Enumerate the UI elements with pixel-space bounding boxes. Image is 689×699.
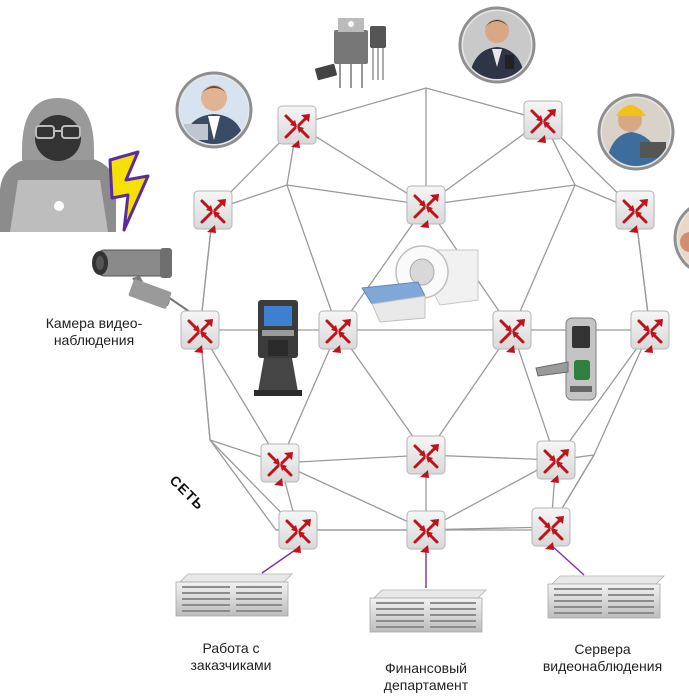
hacker-icon [0, 98, 116, 232]
biometric-lock-icon [535, 317, 597, 401]
switch-icon [405, 434, 447, 480]
atm-kiosk-icon [254, 300, 302, 396]
video-servers-label: Сервера видеонаблюдения [542, 641, 663, 674]
phone-user-icon [458, 6, 536, 84]
camera-label: Камера видео- наблюдения [45, 315, 143, 348]
switch-icon [192, 189, 234, 235]
switch-icon [629, 309, 671, 355]
mri-scanner-icon [361, 245, 479, 323]
switch-icon [405, 509, 447, 555]
switch-icon [614, 189, 656, 235]
server-rack-icon [369, 589, 487, 633]
server-rack-icon [547, 575, 665, 619]
chip-icon [315, 18, 386, 88]
worker-icon [597, 93, 675, 171]
switch-icon [522, 99, 564, 145]
switch-icon [405, 184, 447, 230]
partial-person-icon [673, 204, 689, 272]
customers-label: Работа с заказчиками [190, 640, 272, 673]
switch-icon [179, 309, 221, 355]
businessman-icon [175, 71, 253, 149]
cctv-camera-icon [92, 248, 172, 309]
lightning-icon [108, 150, 150, 232]
switch-icon [491, 309, 533, 355]
server-uplinks [261, 544, 585, 588]
switch-icon [276, 104, 318, 150]
servers [175, 573, 665, 633]
switch-icon [317, 309, 359, 355]
switch-icon [277, 509, 319, 555]
finance-label: Финансовый департамент [383, 660, 469, 693]
switch-icon [530, 506, 572, 552]
switch-icon [259, 442, 301, 488]
switch-icon [535, 439, 577, 485]
server-rack-icon [175, 573, 293, 617]
